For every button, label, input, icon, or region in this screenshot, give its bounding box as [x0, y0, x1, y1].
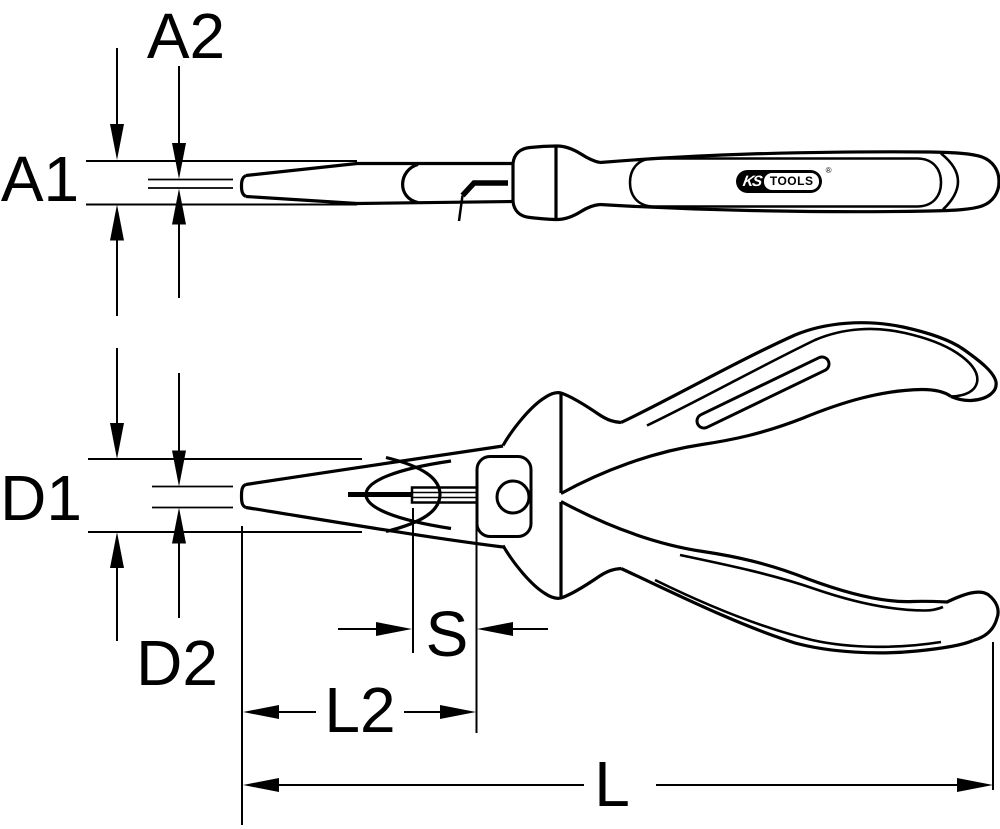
a2-arrowhead-top [172, 143, 186, 179]
logo-ks-text: KS [741, 173, 763, 190]
top-joint-boss [475, 455, 533, 538]
lower-handle-bottom-edge [620, 567, 974, 655]
side-jaw-tip-edge [239, 174, 247, 198]
side-handle-inlay [628, 157, 943, 208]
upper-handle-bottom-edge [560, 387, 952, 495]
s-arrowhead-right [477, 622, 513, 636]
top-collar-lower [501, 544, 622, 600]
side-handle-outline [599, 150, 1000, 214]
dimension-a2: A2 [147, 0, 225, 298]
d1-arrowhead-top [110, 423, 124, 459]
l-arrowhead-left [243, 778, 279, 792]
side-jaw-bottom-edge [245, 194, 514, 206]
upper-handle-slot-hole [698, 358, 828, 427]
side-joint-step-line [460, 180, 508, 198]
side-handle-cap-seam [940, 152, 960, 211]
dimension-d1: D1 [0, 348, 124, 641]
dimension-l: L [243, 748, 993, 820]
d2-label: D2 [136, 627, 218, 699]
lower-handle-top-edge [560, 500, 1000, 643]
logo-tools-text: TOOLS [763, 172, 820, 191]
top-jaw-fillet-right [385, 455, 442, 534]
side-view: A1 A2 [1, 0, 1000, 316]
ks-tools-logo: KS TOOLS ® [736, 166, 831, 193]
top-jaw-fillet-left [364, 459, 452, 531]
l2-label: L2 [324, 674, 395, 746]
a2-arrowhead-bottom [172, 188, 186, 225]
lower-handle-seam-bottom [654, 578, 942, 649]
l2-arrowhead-right [440, 705, 476, 719]
a1-arrowhead-bottom [110, 204, 124, 241]
side-joint-step-tail [457, 195, 464, 222]
s-label: S [426, 598, 469, 670]
upper-handle-top-edge [620, 321, 998, 424]
s-arrowhead-left [376, 622, 412, 636]
upper-handle-seam [646, 327, 979, 427]
a2-label: A2 [147, 0, 225, 72]
top-jaw-tip-edge [239, 483, 247, 509]
d2-arrowhead-bottom [172, 507, 186, 544]
dimension-a1: A1 [1, 48, 124, 316]
l2-arrowhead-left [243, 705, 279, 719]
l-label: L [594, 748, 630, 820]
side-jaw-top-edge [245, 161, 513, 178]
dimension-s: S [338, 598, 548, 670]
top-pivot-circle [495, 479, 531, 515]
lower-handle-seam-top [679, 553, 944, 612]
d1-label: D1 [0, 462, 82, 534]
d1-arrowhead-bottom [110, 532, 124, 568]
d2-arrowhead-top [172, 450, 186, 487]
top-jaw-top-edge [245, 444, 504, 487]
l-arrowhead-right [957, 778, 993, 792]
a1-arrowhead-top [110, 124, 124, 160]
a1-label: A1 [1, 143, 79, 215]
dimension-l2: L2 [243, 674, 476, 746]
top-jaw-bottom-edge [245, 505, 504, 549]
top-collar-upper [501, 391, 622, 447]
side-jaw-root-arc [401, 162, 419, 205]
dimension-d2: D2 [136, 373, 218, 699]
top-view: D1 D2 S L2 [0, 321, 1000, 825]
top-joint-bar [410, 486, 479, 504]
logo-registered-mark: ® [825, 166, 832, 175]
